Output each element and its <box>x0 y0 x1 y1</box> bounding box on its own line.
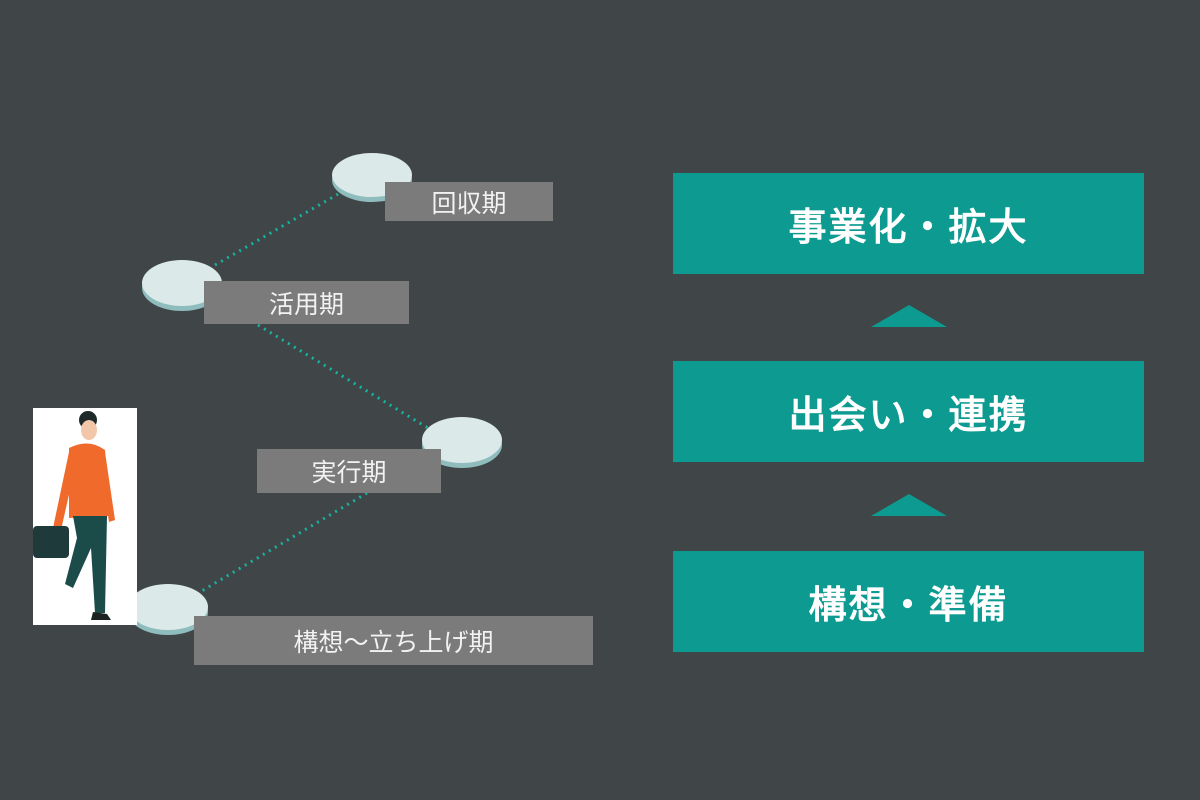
connector-line <box>199 491 368 594</box>
phase-label-koso: 構想〜立ち上げ期 <box>194 616 593 665</box>
disc-katsuyo <box>142 260 222 311</box>
step-koso-junbi: 構想・準備 <box>673 551 1144 652</box>
walking-person-illustration <box>33 408 137 625</box>
connector-line <box>214 191 341 267</box>
disc-jikko <box>422 417 502 468</box>
phase-label-katsuyo: 活用期 <box>204 281 409 324</box>
step-deai-renkei: 出会い・連携 <box>673 361 1144 462</box>
step-jigyoka-kakudai: 事業化・拡大 <box>673 173 1144 274</box>
up-arrow-icon <box>871 494 947 516</box>
phase-label-kaishu: 回収期 <box>385 182 553 221</box>
disc-koso <box>128 584 208 635</box>
phase-label-jikko: 実行期 <box>257 449 441 493</box>
connector-line <box>257 323 429 430</box>
up-arrow-icon <box>871 305 947 327</box>
